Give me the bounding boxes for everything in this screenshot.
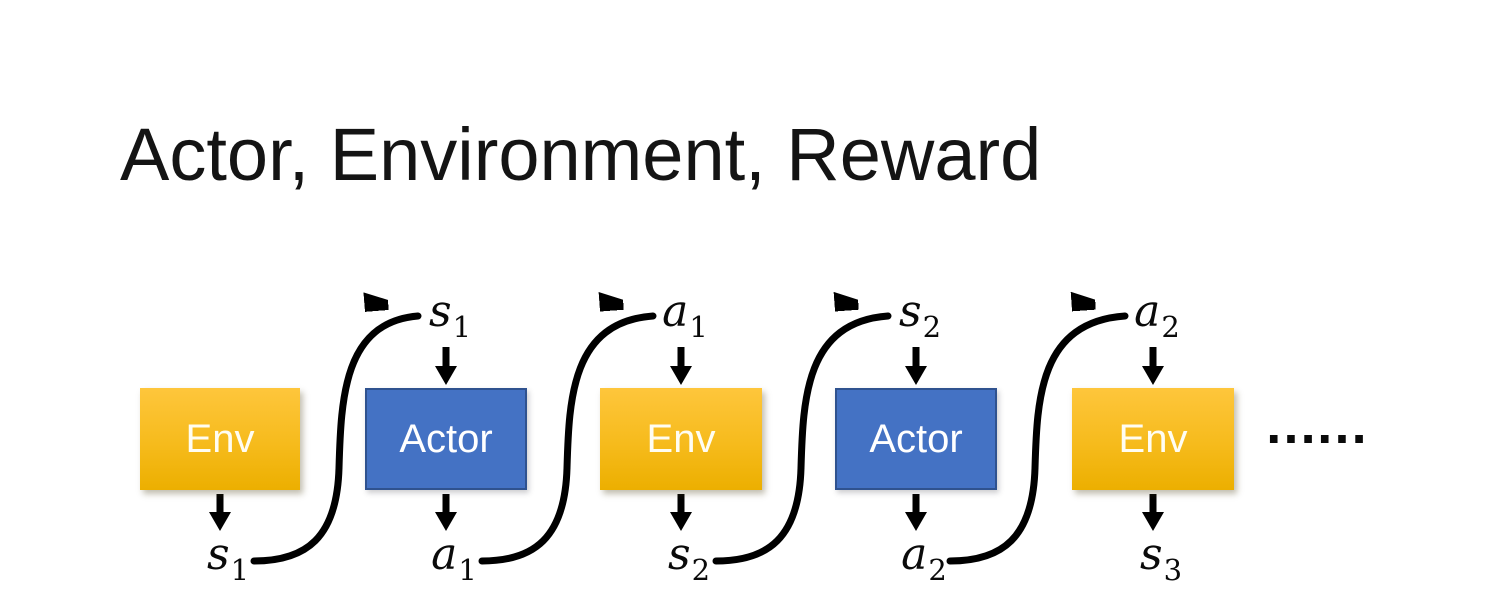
- top-label-s1-sub: 1: [452, 310, 472, 344]
- top-arrow-into-actor-1: [435, 347, 457, 385]
- bottom-arrow-from-actor-2: [905, 494, 927, 531]
- bottom-label-a1-sub: 1: [458, 553, 477, 587]
- bottom-arrow-from-env-2: [670, 494, 692, 531]
- top-label-a2-letter: a: [1134, 286, 1161, 337]
- bottom-label-a1-letter: a: [431, 529, 458, 580]
- bottom-label-a2-letter: a: [901, 529, 928, 580]
- bottom-label-s1: s1: [207, 533, 249, 585]
- bottom-label-s2: s2: [668, 533, 710, 585]
- top-label-a1-letter: a: [662, 286, 689, 337]
- top-arrow-into-env-2: [670, 347, 692, 385]
- bottom-label-a1: a1: [431, 533, 477, 585]
- bottom-label-s1-letter: s: [206, 529, 230, 580]
- bottom-label-s1-sub: 1: [230, 553, 250, 587]
- bottom-label-s2-sub: 2: [691, 553, 711, 587]
- slide-title: Actor, Environment, Reward: [120, 113, 1042, 196]
- top-label-s2-sub: 2: [922, 310, 942, 344]
- bottom-arrow-from-env-1: [209, 494, 231, 531]
- top-label-s1-letter: s: [428, 286, 452, 337]
- top-label-s2-letter: s: [898, 286, 922, 337]
- env-box-2: Env: [600, 388, 762, 490]
- top-label-s2: s2: [899, 290, 941, 342]
- bottom-arrow-from-env-3: [1142, 494, 1164, 531]
- top-label-s1: s1: [429, 290, 471, 342]
- env-box-1: Env: [140, 388, 300, 490]
- bottom-label-a2-sub: 2: [928, 553, 947, 587]
- bottom-arrow-from-actor-1: [435, 494, 457, 531]
- top-label-a1: a1: [662, 290, 708, 342]
- actor-box-1: Actor: [365, 388, 527, 490]
- bottom-label-a2: a2: [901, 533, 947, 585]
- top-label-a2: a2: [1134, 290, 1180, 342]
- top-label-a2-sub: 2: [1161, 310, 1180, 344]
- bottom-label-s2-letter: s: [667, 529, 691, 580]
- bottom-label-s3: s3: [1140, 533, 1182, 585]
- top-label-a1-sub: 1: [689, 310, 708, 344]
- actor-box-2: Actor: [835, 388, 997, 490]
- top-arrow-into-actor-2: [905, 347, 927, 385]
- top-arrow-into-env-3: [1142, 347, 1164, 385]
- bottom-label-s3-sub: 3: [1163, 553, 1183, 587]
- continuation-ellipsis: ……: [1264, 395, 1369, 455]
- bottom-label-s3-letter: s: [1139, 529, 1163, 580]
- env-box-3: Env: [1072, 388, 1234, 490]
